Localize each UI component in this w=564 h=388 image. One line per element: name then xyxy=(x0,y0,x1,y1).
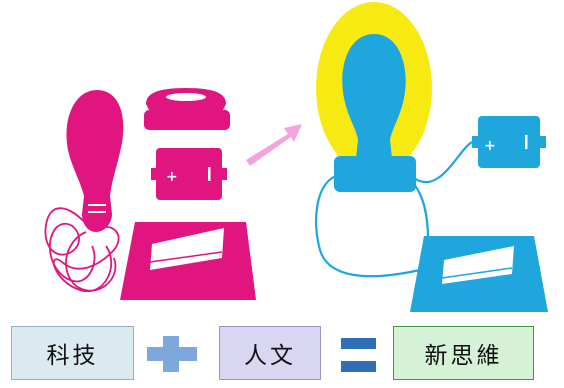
lamp-socket-icon xyxy=(334,152,416,192)
lamp-base-icon xyxy=(410,236,548,312)
assembled-lamp: + xyxy=(315,2,548,312)
humanities-box: 人文 xyxy=(219,326,321,380)
lamp-socket-icon xyxy=(144,88,230,130)
tangled-wire-icon xyxy=(44,207,120,293)
wire-icon xyxy=(315,141,473,278)
svg-text:+: + xyxy=(166,169,178,185)
arrow-icon xyxy=(246,124,302,166)
battery-icon: + xyxy=(151,148,227,200)
lamp-base-icon xyxy=(120,222,256,300)
bulb-icon xyxy=(66,90,124,232)
disassembled-lamp-parts: + xyxy=(44,88,256,300)
new-thinking-box: 新思維 xyxy=(393,326,534,380)
technology-label: 科技 xyxy=(46,343,99,369)
humanities-label: 人文 xyxy=(244,343,296,369)
svg-text:+: + xyxy=(484,138,496,154)
new-thinking-label: 新思維 xyxy=(424,343,503,369)
technology-box: 科技 xyxy=(11,326,134,380)
plus-icon xyxy=(147,336,197,372)
bulb-icon xyxy=(342,34,406,158)
battery-icon: + xyxy=(472,116,546,168)
